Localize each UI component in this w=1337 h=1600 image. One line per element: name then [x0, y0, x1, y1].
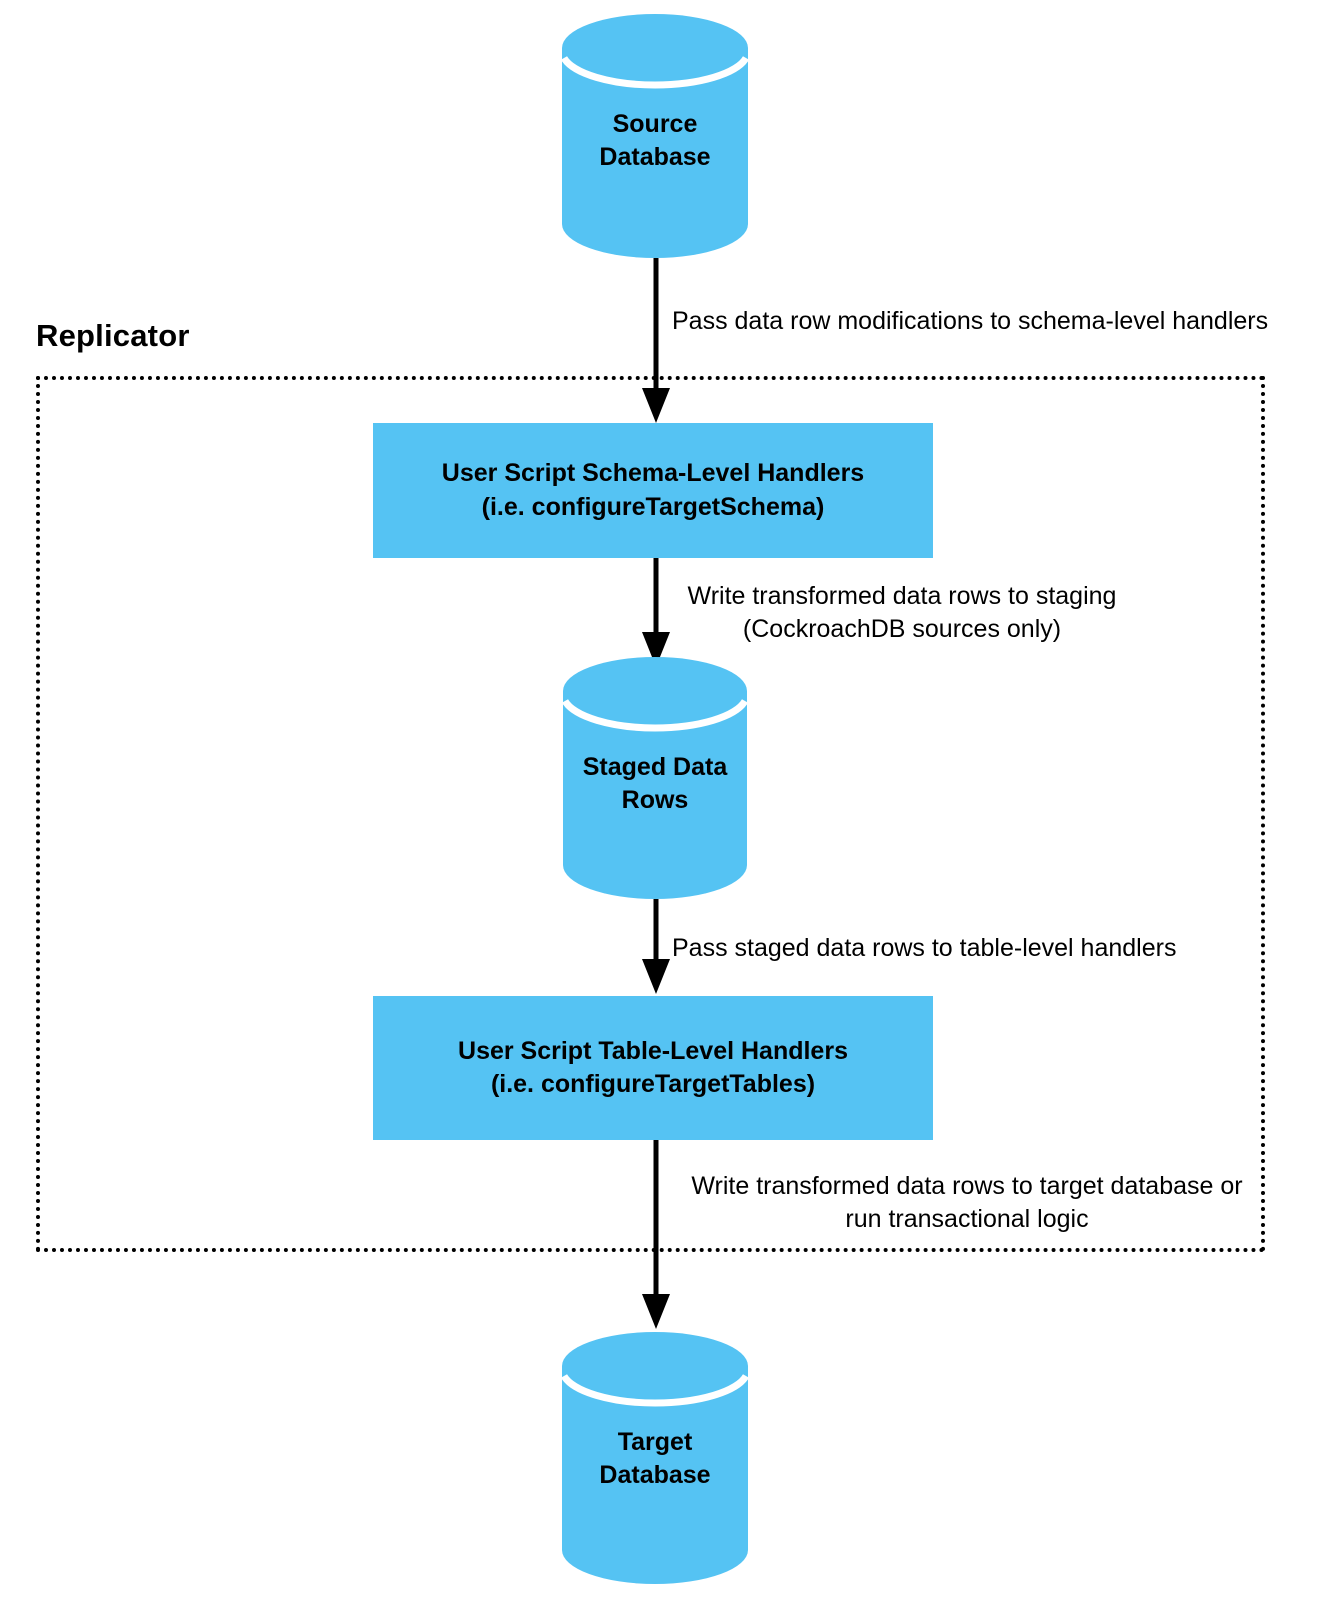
edge-label-staged-to-table: Pass staged data rows to table-level han…	[672, 934, 1177, 962]
replicator-group-boundary	[36, 376, 1265, 1252]
arrow-table-to-target	[638, 1140, 674, 1330]
arrow-source-to-schema	[638, 258, 674, 424]
arrow-staged-to-table	[638, 899, 674, 995]
node-table-level-handlers-label: User Script Table-Level Handlers (i.e. c…	[458, 1036, 848, 1099]
edge-label-schema-to-staged: Write transformed data rows to staging (…	[687, 582, 1117, 643]
edge-label-source-to-schema: Pass data row modifications to schema-le…	[672, 307, 1269, 335]
node-schema-level-handlers[interactable]: User Script Schema-Level Handlers (i.e. …	[373, 423, 933, 558]
arrow-schema-to-staged	[638, 558, 674, 668]
node-table-level-handlers[interactable]: User Script Table-Level Handlers (i.e. c…	[373, 996, 933, 1140]
node-staged-data-rows[interactable]: Staged Data Rows	[563, 657, 747, 899]
node-source-database[interactable]: Source Database	[562, 14, 748, 258]
node-schema-level-handlers-label: User Script Schema-Level Handlers (i.e. …	[441, 459, 865, 521]
replicator-group-title: Replicator	[36, 318, 190, 353]
edge-label-table-to-target: Write transformed data rows to target da…	[691, 1172, 1243, 1233]
node-target-database[interactable]: Target Database	[562, 1332, 748, 1584]
